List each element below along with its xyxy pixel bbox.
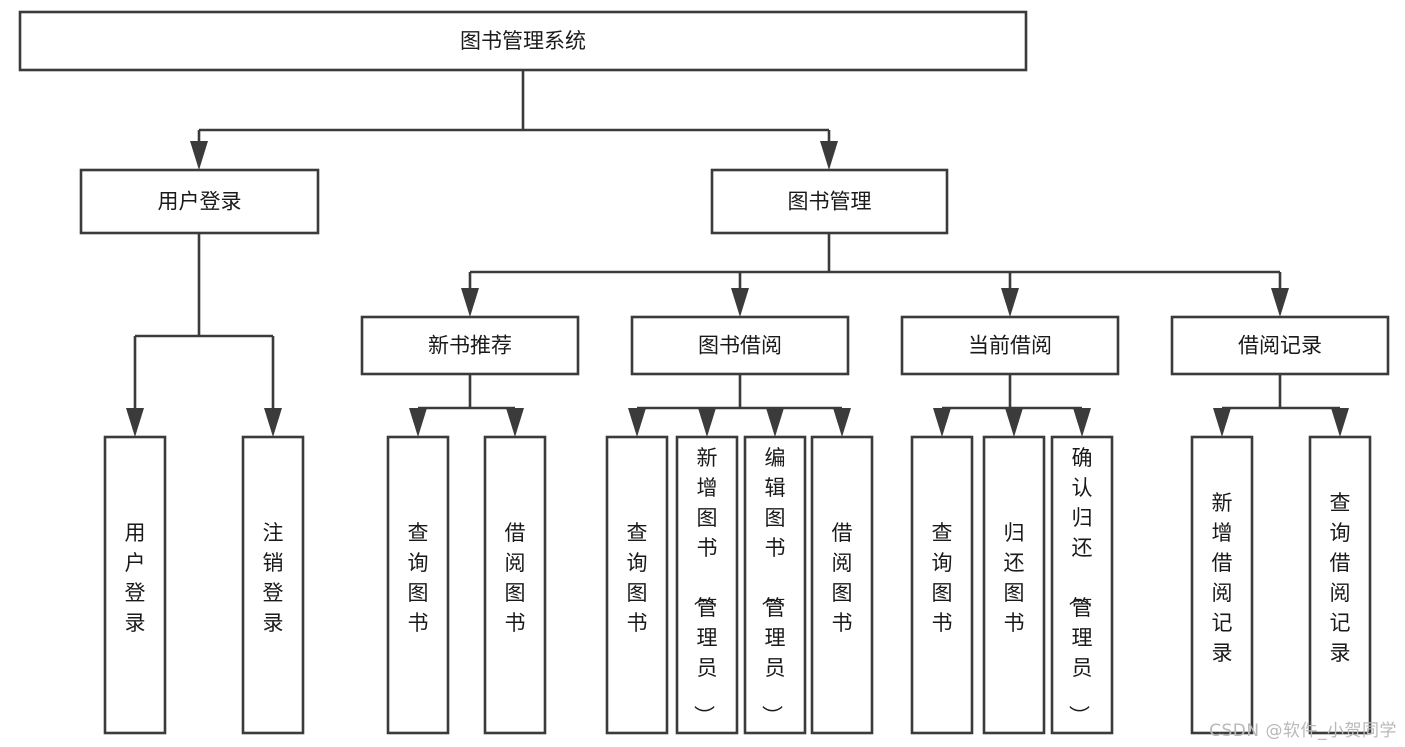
arrowhead-to-leaf-borrow-book <box>833 408 851 437</box>
node-label-leaf-query-borrow-record: 查询借阅记录 <box>1330 491 1351 665</box>
arrowhead-to-leaf-logout-login <box>264 408 282 437</box>
arrowhead-to-leaf-query-book-borrow <box>628 408 646 437</box>
arrowhead-to-leaf-return-book <box>1005 408 1023 437</box>
node-label-current-borrow: 当前借阅 <box>968 334 1052 358</box>
node-label-new-book-recommend: 新书推荐 <box>428 334 512 358</box>
connectors-current-borrow-to-leaves <box>933 374 1091 437</box>
nodes-layer <box>18 10 1390 735</box>
node-box-leaf-add-book-admin[interactable] <box>675 435 739 735</box>
node-box-leaf-edit-book-admin[interactable] <box>743 435 807 735</box>
arrowhead-to-leaf-add-book-admin <box>698 408 716 437</box>
node-label-leaf-query-book-borrow: 查询图书 <box>627 521 648 635</box>
connectors-borrow-record-to-leaves <box>1213 374 1349 437</box>
node-label-leaf-edit-book-admin: 编辑图书（管理员） <box>760 446 786 726</box>
node-box-leaf-query-book-current[interactable] <box>910 435 974 735</box>
node-label-borrow-record: 借阅记录 <box>1238 334 1322 358</box>
node-box-leaf-return-book[interactable] <box>982 435 1046 735</box>
node-label-user-login: 用户登录 <box>158 190 242 214</box>
node-label-leaf-query-book-current: 查询图书 <box>932 521 953 635</box>
arrowhead-to-book-borrow <box>731 288 749 317</box>
node-box-leaf-confirm-return-admin[interactable] <box>1050 435 1114 735</box>
node-box-leaf-borrow-book-recommend[interactable] <box>483 435 547 735</box>
arrowhead-to-borrow-record <box>1271 288 1289 317</box>
node-box-borrow-record[interactable] <box>1170 315 1390 376</box>
node-box-leaf-logout-login[interactable] <box>241 435 305 735</box>
arrowhead-to-leaf-user-login <box>126 408 144 437</box>
node-label-leaf-logout-login: 注销登录 <box>263 521 284 635</box>
arrowhead-to-leaf-add-borrow-record <box>1213 408 1231 437</box>
arrowhead-to-leaf-query-borrow-record <box>1331 408 1349 437</box>
connectors-user-login-to-leaves <box>126 233 282 437</box>
arrowhead-to-book-management <box>820 141 838 170</box>
labels-layer: 图书管理系统用户登录图书管理新书推荐图书借阅当前借阅借阅记录用户登录注销登录查询… <box>125 29 1351 726</box>
node-label-book-management: 图书管理 <box>788 190 872 214</box>
arrowhead-to-leaf-borrow-book-recommend <box>506 408 524 437</box>
node-box-current-borrow[interactable] <box>900 315 1120 376</box>
arrowhead-to-leaf-edit-book-admin <box>766 408 784 437</box>
node-label-leaf-add-book-admin: 新增图书（管理员） <box>692 446 718 726</box>
node-box-root[interactable] <box>18 10 1028 72</box>
arrowhead-to-new-book-recommend <box>461 288 479 317</box>
node-box-leaf-user-login[interactable] <box>103 435 167 735</box>
node-label-leaf-borrow-book-recommend: 借阅图书 <box>505 521 526 635</box>
node-label-leaf-user-login: 用户登录 <box>125 521 146 635</box>
node-label-leaf-query-book-recommend: 查询图书 <box>408 521 429 635</box>
arrowhead-to-current-borrow <box>1001 288 1019 317</box>
arrowhead-to-leaf-query-book-current <box>933 408 951 437</box>
node-box-new-book-recommend[interactable] <box>360 315 580 376</box>
node-box-leaf-add-borrow-record[interactable] <box>1190 435 1254 735</box>
node-box-book-borrow[interactable] <box>630 315 850 376</box>
connectors-book-borrow-to-leaves <box>628 374 851 437</box>
arrowhead-to-leaf-query-book-recommend <box>409 408 427 437</box>
node-label-leaf-add-borrow-record: 新增借阅记录 <box>1212 491 1233 665</box>
node-box-book-management[interactable] <box>710 168 949 235</box>
node-label-leaf-return-book: 归还图书 <box>1004 521 1025 635</box>
arrowhead-to-leaf-confirm-return-admin <box>1073 408 1091 437</box>
arrowhead-to-user-login <box>190 141 208 170</box>
connectors-book-management-to-level3 <box>461 233 1289 317</box>
node-box-leaf-query-borrow-record[interactable] <box>1308 435 1372 735</box>
node-box-leaf-query-book-recommend[interactable] <box>386 435 450 735</box>
node-box-leaf-query-book-borrow[interactable] <box>605 435 669 735</box>
node-label-root: 图书管理系统 <box>460 29 586 53</box>
node-label-leaf-confirm-return-admin: 确认归还（管理员） <box>1067 446 1093 726</box>
connectors-root-to-level2 <box>190 70 838 170</box>
connectors-new-book-recommend-to-leaves <box>409 374 524 437</box>
node-box-user-login[interactable] <box>79 168 320 235</box>
node-label-book-borrow: 图书借阅 <box>698 334 782 358</box>
node-box-leaf-borrow-book[interactable] <box>810 435 874 735</box>
node-label-leaf-borrow-book: 借阅图书 <box>832 521 853 635</box>
